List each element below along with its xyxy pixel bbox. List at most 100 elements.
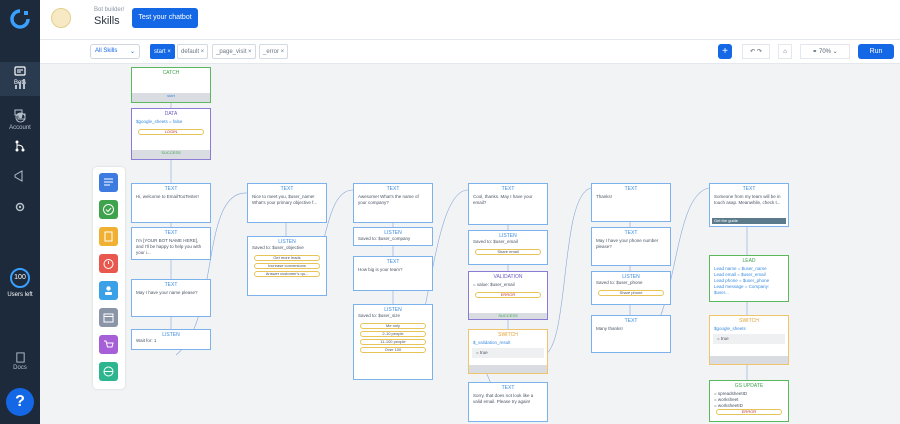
option-pill[interactable]: Answer customer's qu... [254,271,320,278]
node-line: $google_sheets [714,326,746,331]
home-icon[interactable]: ⌂ [778,44,792,59]
add-node-button[interactable]: + [718,44,732,59]
form-icon [104,231,113,242]
data-node[interactable]: DATA $google_sheets = false LOGIN SUCCES… [131,108,211,160]
option-pill[interactable]: 2-10 people [360,331,426,338]
sidebar-item-analytics[interactable] [0,78,40,92]
undo-icon[interactable]: ↶ [750,49,756,55]
undo-redo[interactable]: ↶ ↷ [742,44,770,59]
binoculars-icon: ⚭ [812,49,818,55]
breadcrumb[interactable]: Bot builder/ [94,7,125,13]
node-text: Sorry, that does not look like a valid e… [473,393,534,405]
sidebar-item-settings[interactable] [0,201,40,215]
test-chatbot-button[interactable]: Test your chatbot [132,8,198,28]
calendar-node-button[interactable] [99,308,118,327]
node-footer-bar [469,365,547,373]
calendar-icon [103,313,114,323]
node-type: TEXT [386,259,400,265]
validation-node[interactable]: VALIDATION = value: $user_email ERROR SU… [468,271,548,320]
sidebar-item-docs[interactable]: Docs [0,352,40,371]
form-node-button[interactable] [99,227,118,246]
skills-select-value: All Skills [95,48,118,54]
catch-node[interactable]: CATCH start [131,67,211,103]
node-type: TEXT [164,282,178,288]
sidebar-item-flows[interactable] [0,140,40,154]
node-pill[interactable]: ERROR [475,292,541,299]
lead-node[interactable]: LEAD Lead name = $user_name Lead email =… [709,255,789,302]
node-text: Nice to meet you, $user_name! What's you… [252,194,318,206]
switch-node[interactable]: SWITCH $_validation_result = true [468,329,548,374]
listen-node[interactable]: LISTEN Saved to: $user_size Me only 2-10… [353,304,433,380]
listen-node[interactable]: LISTEN Saved to: $user_phone Share phone [591,271,671,305]
run-button[interactable]: Run [858,44,894,59]
sidebar-item-conversations[interactable] [0,109,40,123]
text-node-button[interactable] [99,173,118,192]
node-line: = value: $user_email [473,282,515,287]
option-pill[interactable]: Share phone [598,290,664,297]
option-pill[interactable]: Me only [360,323,426,330]
node-text: How big is your team? [358,267,403,272]
node-line: = true [472,348,544,359]
skill-chip-default[interactable]: default × [177,44,209,59]
validation-node-button[interactable] [99,200,118,219]
option-pill[interactable]: Increase conversions [254,263,320,270]
node-footer: SUCCESS [469,313,547,319]
listen-node[interactable]: LISTEN Saved to: $user_email Share email [468,230,548,265]
node-pill[interactable]: LOGIN [138,129,204,136]
sidebar-item-label: Docs [13,365,27,371]
sidebar-item-bots[interactable]: Bots [0,62,40,96]
zoom-control[interactable]: ⚭ 70% ⌄ [800,44,850,59]
conversations-icon [14,109,26,120]
node-text: Awesome! What's the name of your company… [358,194,419,206]
redo-icon[interactable]: ↷ [756,49,762,55]
node-line: Lead message = Company: $user... [714,284,770,296]
bot-avatar[interactable] [51,8,71,28]
skills-select[interactable]: All Skills ⌄ [90,44,140,59]
listen-node[interactable]: LISTEN Saved to: $user_objective Get mor… [247,236,327,296]
node-text: Someone from my team will be in touch as… [714,194,781,206]
skill-chip-page-visit[interactable]: _page_visit × [212,44,256,59]
node-text: I'm [YOUR BOT NAME HERE], and I'll be ha… [136,238,202,256]
node-footer: SUCCESS [132,150,210,159]
docs-icon [15,352,25,363]
gs-update-node[interactable]: GS UPDATE = spreadsheetID = worksheet = … [709,380,789,422]
sidebar-item-account[interactable]: Account [0,112,40,131]
text-node[interactable]: TEXT How big is your team? [353,256,433,291]
lead-node-button[interactable] [99,281,118,300]
option-pill[interactable]: Share email [475,249,541,256]
text-node[interactable]: TEXT Someone from my team will be in tou… [709,183,789,227]
skill-chip-start[interactable]: start × [150,44,175,59]
node-type: GS UPDATE [734,383,764,389]
option-pill[interactable]: Get more leads [254,255,320,262]
integration-node-button[interactable] [99,362,118,381]
switch-node[interactable]: SWITCH $google_sheets = true [709,315,789,365]
node-text: Many thanks! [596,326,623,331]
skill-chip-error[interactable]: _error × [259,44,289,59]
node-saved: Saved to: $user_email [473,239,518,244]
guide-link-button[interactable]: Get the guide [712,218,786,224]
option-pill[interactable]: Over 100 [360,347,426,354]
help-button[interactable]: ? [6,388,34,416]
node-type: TEXT [742,186,756,192]
cart-node-button[interactable] [99,335,118,354]
app-logo-icon[interactable] [9,8,31,30]
node-type: LISTEN [162,332,180,338]
node-saved: Saved to: $user_objective [252,245,304,250]
node-pill[interactable]: ERROR [716,409,782,416]
sidebar-item-broadcast[interactable] [0,170,40,184]
delay-node-button[interactable] [99,254,118,273]
option-pill[interactable]: 11-100 people [360,339,426,346]
timer-icon [103,259,114,269]
